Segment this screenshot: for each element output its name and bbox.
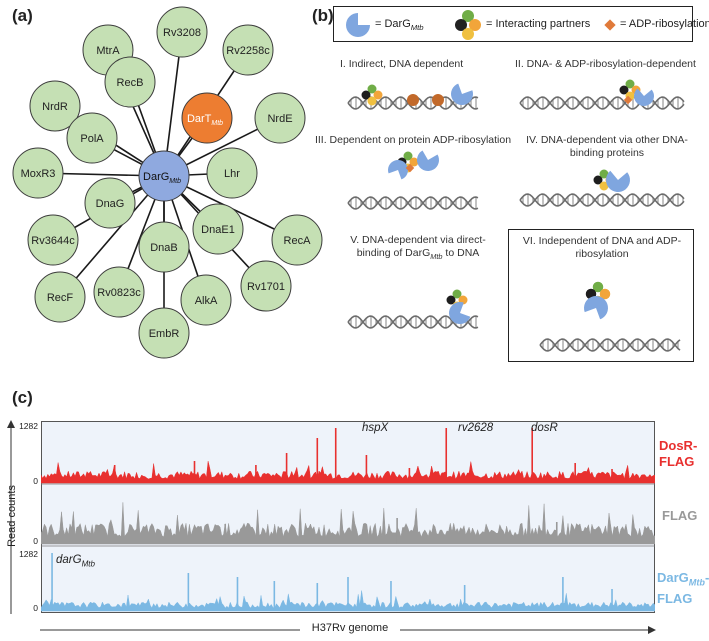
- node-nrdr: NrdR: [29, 80, 81, 132]
- panel-c-label: (c): [12, 388, 33, 407]
- svg-text:Rv2258c: Rv2258c: [226, 45, 270, 57]
- darg-icon-1: [451, 83, 473, 105]
- ytick-min-dosr: 0: [33, 476, 38, 486]
- node-alka: AlkA: [180, 274, 232, 326]
- adpr-3: [405, 163, 415, 173]
- adpr-legend-text: = ADP-ribosylation: [620, 18, 709, 30]
- svg-text:RecF: RecF: [47, 292, 74, 304]
- adpr-legend-icon: [604, 19, 616, 31]
- svg-text:PolA: PolA: [80, 133, 104, 145]
- mechanism-5-label: V. DNA-dependent via direct-binding of D…: [350, 234, 486, 262]
- svg-text:DnaB: DnaB: [150, 242, 178, 254]
- node-dnag: DnaG: [84, 177, 136, 229]
- node-rv3208: Rv3208: [156, 6, 208, 58]
- darg-icon-6: [584, 296, 608, 320]
- svg-text:RecA: RecA: [284, 235, 312, 247]
- gene-label-hspx: hspX: [362, 422, 389, 434]
- darg-icon-3b: [417, 150, 439, 171]
- node-dnae1: DnaE1: [192, 203, 244, 255]
- ytick-min-darg: 0: [33, 603, 38, 613]
- x-axis-arrow: [40, 626, 656, 634]
- dna-helix-3: [347, 196, 479, 210]
- svg-text:NrdE: NrdE: [267, 113, 292, 125]
- x-axis-label: H37Rv genome: [311, 622, 389, 634]
- mechanism-legend: = DarGMtb = Interacting partners = ADP-r…: [333, 6, 709, 42]
- svg-text:Lhr: Lhr: [224, 168, 240, 180]
- track-label-dosr-flag: DosR-FLAG: [659, 438, 698, 469]
- node-recf: RecF: [34, 271, 86, 323]
- track-darg: [41, 553, 655, 612]
- track-flag: [41, 502, 655, 545]
- partners-1: [361, 84, 383, 106]
- dna-helix-2: [519, 96, 685, 110]
- ytick-max-darg: 1282: [19, 549, 38, 559]
- node-dart: DarTMtb: [181, 92, 233, 144]
- y-axis-label: Read counts: [6, 485, 18, 547]
- node-lhr: Lhr: [206, 147, 258, 199]
- svg-text:NrdR: NrdR: [42, 101, 68, 113]
- panel-b-label: (b): [312, 6, 334, 25]
- y-axis-arrow: [7, 420, 15, 614]
- mechanism-4-label: IV. DNA-dependent via other DNA-binding …: [526, 134, 688, 159]
- darg-icon-2: [634, 88, 654, 106]
- dna-helix-6: [539, 338, 681, 352]
- ytick-max-dosr: 1282: [19, 421, 38, 431]
- node-rv3644c: Rv3644c: [27, 214, 79, 266]
- track-label-flag: FLAG: [662, 508, 698, 523]
- svg-text:Rv1701: Rv1701: [247, 281, 285, 293]
- svg-text:DnaE1: DnaE1: [201, 224, 235, 236]
- node-rv0823c: Rv0823c: [93, 266, 145, 318]
- node-pola: PolA: [66, 112, 118, 164]
- gene-label-darg: darGMtb: [56, 554, 95, 569]
- node-reca: RecA: [271, 214, 323, 266]
- mechanism-6-box: [508, 229, 694, 362]
- svg-text:Rv0823c: Rv0823c: [97, 287, 141, 299]
- node-recb: RecB: [104, 56, 156, 108]
- track-dosr: [41, 428, 655, 484]
- partners-2: [619, 79, 641, 101]
- node-embr: EmbR: [138, 307, 190, 359]
- node-rv2258c: Rv2258c: [222, 24, 274, 76]
- mechanism-2-label: II. DNA- & ADP-ribosylation-dependent: [515, 58, 696, 70]
- node-dnab: DnaB: [138, 221, 190, 273]
- gene-label-rv2628: rv2628: [458, 422, 494, 434]
- node-moxr3: MoxR3: [12, 147, 64, 199]
- darg-icon-3a: [388, 160, 408, 180]
- node-rv1701: Rv1701: [240, 260, 292, 312]
- orange-protein-1b: [432, 94, 444, 106]
- darg-icon-5: [449, 302, 471, 324]
- mechanism-6-label: VI. Independent of DNA and ADP-ribosylat…: [522, 235, 682, 260]
- svg-text:Rv3644c: Rv3644c: [31, 235, 75, 247]
- svg-text:EmbR: EmbR: [149, 328, 180, 340]
- gene-label-dosr: dosR: [531, 422, 558, 434]
- svg-text:DnaG: DnaG: [96, 198, 125, 210]
- dna-helix-4: [519, 193, 685, 207]
- panel-a-label: (a): [12, 6, 33, 25]
- chip-seq-tracks: [41, 428, 655, 612]
- partners-legend-icon: [455, 10, 481, 40]
- mechanism-illustrations: [347, 79, 685, 352]
- partners-legend-text: = Interacting partners: [486, 18, 591, 30]
- edge-recf: [59, 175, 165, 298]
- darg-legend-text: = DarGMtb: [375, 18, 424, 33]
- orange-protein-1: [407, 94, 419, 106]
- mechanism-1-label: I. Indirect, DNA dependent: [340, 58, 464, 70]
- svg-text:RecB: RecB: [117, 77, 144, 89]
- ytick-min-flag: 0: [33, 536, 38, 546]
- track-label-darg-flag: DarGMtb-FLAG: [657, 570, 709, 606]
- svg-text:Rv3208: Rv3208: [163, 27, 201, 39]
- node-nrde: NrdE: [254, 92, 306, 144]
- svg-text:MtrA: MtrA: [96, 45, 120, 57]
- darg-legend-icon: [346, 13, 370, 37]
- darg-icon-4: [606, 170, 630, 192]
- node-darg-center: DarGMtb: [138, 150, 190, 202]
- mechanism-3-label: III. Dependent on protein ADP-ribosylati…: [314, 134, 512, 146]
- svg-text:MoxR3: MoxR3: [21, 168, 56, 180]
- svg-text:AlkA: AlkA: [195, 295, 218, 307]
